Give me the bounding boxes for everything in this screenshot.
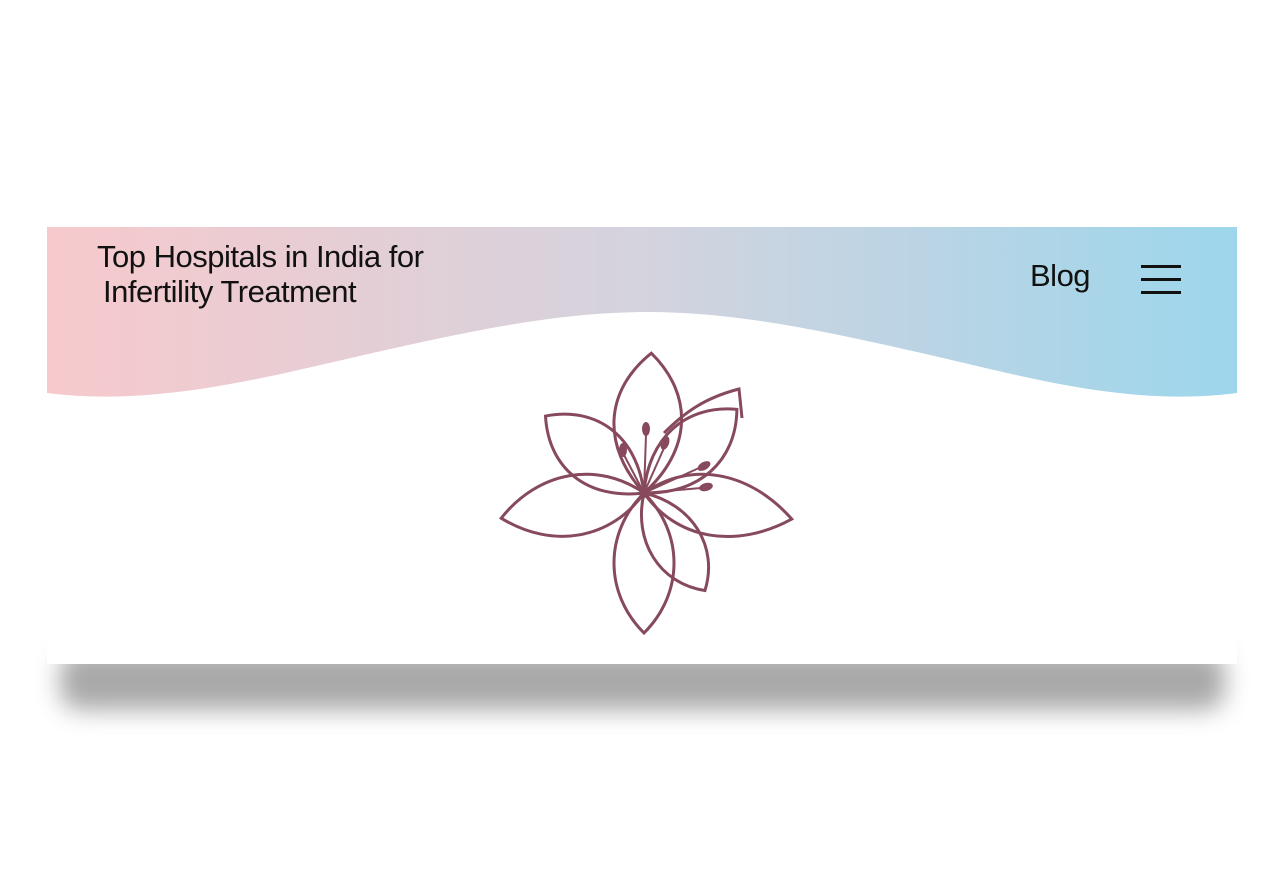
title-line-1: Top Hospitals in India for xyxy=(97,239,424,274)
blog-link[interactable]: Blog xyxy=(1030,258,1091,293)
blog-header-card: Top Hospitals in India for Infertility T… xyxy=(47,227,1237,664)
title-line-2: Infertility Treatment xyxy=(103,274,357,309)
hamburger-menu-icon[interactable] xyxy=(1141,265,1183,295)
page-title: Top Hospitals in India for Infertility T… xyxy=(97,239,424,309)
gradient-wave-banner xyxy=(47,227,1237,397)
lotus-flower-icon xyxy=(498,351,795,636)
